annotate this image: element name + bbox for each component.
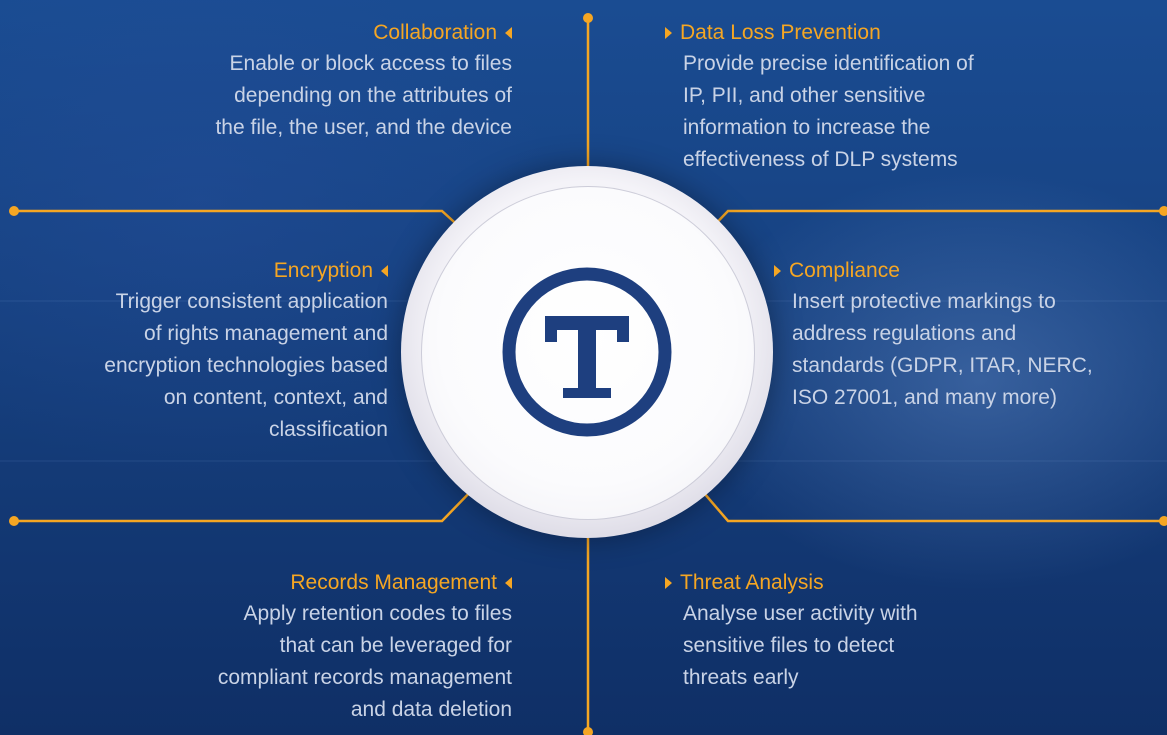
- feature-data-loss-prevention: Data Loss Prevention Provide precise ide…: [665, 20, 1105, 176]
- description-line: of rights management and: [144, 322, 388, 345]
- connector-upper-left: [14, 209, 475, 241]
- connector-dot-top: [583, 13, 593, 23]
- description-line: address regulations and: [792, 322, 1017, 345]
- compliance-description: Insert protective markings to address re…: [792, 286, 1159, 414]
- feature-title: Threat Analysis: [665, 570, 1105, 596]
- description-line: sensitive files to detect: [683, 634, 895, 657]
- caret-right-icon: [774, 265, 781, 277]
- connector-dot-upper-right: [1159, 206, 1167, 216]
- feature-records-management: Records Management Apply retention codes…: [52, 570, 512, 726]
- description-line: Enable or block access to files: [229, 52, 512, 75]
- description-line: classification: [268, 418, 388, 441]
- feature-title: Encryption: [8, 258, 388, 284]
- description-line: Analyse user activity with: [683, 602, 918, 625]
- records-title: Records Management: [290, 571, 497, 594]
- description-line: threats early: [683, 666, 799, 689]
- feature-collaboration: Collaboration Enable or block access to …: [52, 20, 512, 144]
- caret-left-icon: [505, 27, 512, 39]
- connector-lower-right: [697, 485, 1164, 523]
- threat-title: Threat Analysis: [680, 571, 824, 594]
- description-line: Insert protective markings to: [792, 290, 1056, 313]
- description-line: the file, the user, and the device: [215, 116, 512, 139]
- connector-dot-bottom: [583, 727, 593, 735]
- t-circle-logo-icon: [502, 267, 672, 437]
- encryption-description: Trigger consistent application of rights…: [8, 286, 388, 446]
- description-line: Provide precise identification of: [683, 52, 974, 75]
- collaboration-title: Collaboration: [373, 21, 497, 44]
- description-line: compliant records management: [217, 666, 512, 689]
- feature-title: Compliance: [774, 258, 1159, 284]
- collaboration-description: Enable or block access to files dependin…: [52, 48, 512, 144]
- description-line: encryption technologies based: [104, 354, 388, 377]
- description-line: Trigger consistent application: [115, 290, 388, 313]
- dlp-title: Data Loss Prevention: [680, 21, 881, 44]
- feature-title: Collaboration: [52, 20, 512, 46]
- connector-upper-right: [699, 209, 1164, 241]
- description-line: ISO 27001, and many more): [792, 386, 1057, 409]
- caret-left-icon: [381, 265, 388, 277]
- feature-title: Data Loss Prevention: [665, 20, 1105, 46]
- dlp-description: Provide precise identification of IP, PI…: [683, 48, 1105, 176]
- description-line: IP, PII, and other sensitive: [683, 84, 926, 107]
- feature-title: Records Management: [52, 570, 512, 596]
- threat-description: Analyse user activity with sensitive fil…: [683, 598, 1105, 694]
- connector-dot-upper-left: [9, 206, 19, 216]
- description-line: effectiveness of DLP systems: [683, 148, 958, 171]
- description-line: that can be leveraged for: [279, 634, 512, 657]
- description-line: standards (GDPR, ITAR, NERC,: [792, 354, 1093, 377]
- feature-encryption: Encryption Trigger consistent applicatio…: [8, 258, 388, 446]
- caret-left-icon: [505, 577, 512, 589]
- compliance-title: Compliance: [789, 259, 900, 282]
- feature-threat-analysis: Threat Analysis Analyse user activity wi…: [665, 570, 1105, 694]
- description-line: information to increase the: [683, 116, 931, 139]
- description-line: on content, context, and: [163, 386, 388, 409]
- connector-dot-lower-right: [1159, 516, 1167, 526]
- description-line: Apply retention codes to files: [243, 602, 513, 625]
- encryption-title: Encryption: [273, 259, 373, 282]
- connector-dot-lower-left: [9, 516, 19, 526]
- description-line: and data deletion: [350, 698, 512, 721]
- feature-compliance: Compliance Insert protective markings to…: [774, 258, 1159, 414]
- records-description: Apply retention codes to files that can …: [52, 598, 512, 726]
- caret-right-icon: [665, 27, 672, 39]
- connector-lower-left: [14, 485, 477, 523]
- description-line: depending on the attributes of: [234, 84, 512, 107]
- caret-right-icon: [665, 577, 672, 589]
